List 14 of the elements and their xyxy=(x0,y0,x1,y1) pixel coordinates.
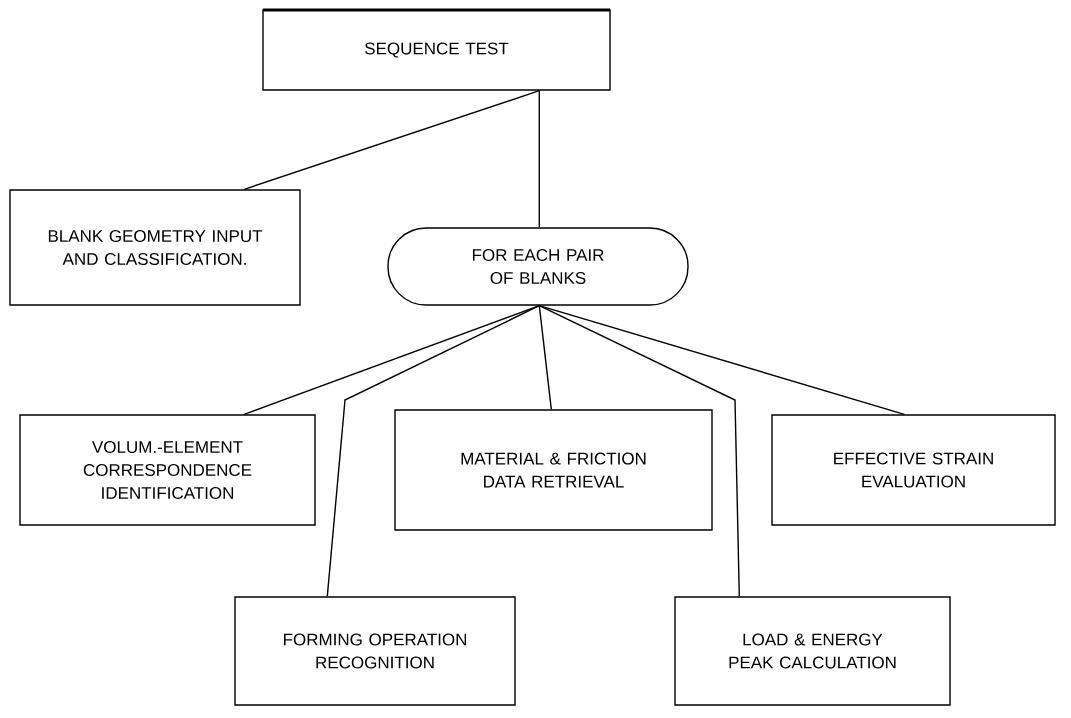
process-box: EFFECTIVE STRAIN EVALUATION xyxy=(771,414,1056,526)
process-box: SEQUENCE TEST xyxy=(262,9,611,91)
connector-line xyxy=(538,305,740,597)
connector-line xyxy=(326,305,540,597)
loop-terminal: FOR EACH PAIR OF BLANKS xyxy=(387,227,689,306)
process-box: VOLUM.-ELEMENT CORRESPONDENCE IDENTIFICATION xyxy=(19,414,316,526)
connector-line xyxy=(243,90,540,190)
connector-line xyxy=(538,90,540,228)
process-box: MATERIAL & FRICTION DATA RETRIEVAL xyxy=(394,409,713,531)
process-box: FORMING OPERATION RECOGNITION xyxy=(234,596,516,706)
connector-line xyxy=(538,305,905,415)
process-box: BLANK GEOMETRY INPUT AND CLASSIFICATION. xyxy=(9,189,301,306)
connector-line xyxy=(538,305,552,410)
process-box: LOAD & ENERGY PEAK CALCULATION xyxy=(674,596,951,706)
